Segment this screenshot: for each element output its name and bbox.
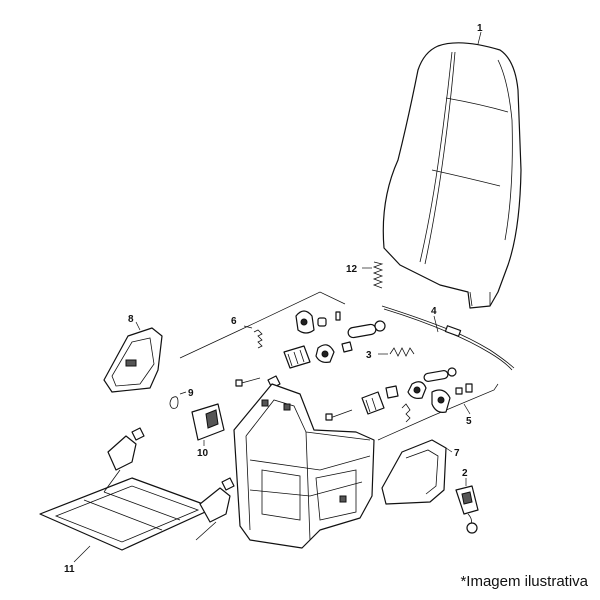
part-4-cable: 4 xyxy=(381,305,515,371)
part-9-clip: 9 xyxy=(169,388,194,409)
group-5-outline: 5 xyxy=(377,383,499,441)
group-6-outline: 6 xyxy=(179,291,346,359)
part-8-side-cover: 8 xyxy=(103,314,163,393)
callout-3: 3 xyxy=(366,350,372,361)
callout-4: 4 xyxy=(431,306,437,317)
group-6-parts xyxy=(235,310,386,389)
part-2-buckle: 2 xyxy=(455,468,479,534)
callout-10: 10 xyxy=(197,448,209,459)
callout-7: 7 xyxy=(454,448,460,459)
callout-11: 11 xyxy=(64,564,75,575)
callout-12: 12 xyxy=(346,264,358,275)
part-3-spring: 3 xyxy=(366,347,415,361)
part-7-side-shield: 7 xyxy=(381,439,460,505)
callout-6: 6 xyxy=(231,316,237,327)
group-5-parts xyxy=(325,367,473,423)
illustrative-image-caption: *Imagem ilustrativa xyxy=(460,573,588,590)
part-10-block: 10 xyxy=(191,403,225,459)
callout-9: 9 xyxy=(188,388,194,399)
part-seat-frame xyxy=(233,383,375,549)
part-11-base-frame: 11 xyxy=(39,427,235,575)
callout-2: 2 xyxy=(462,468,468,479)
part-12-spring: 12 xyxy=(346,261,384,289)
callout-1: 1 xyxy=(477,23,483,34)
callout-5: 5 xyxy=(466,416,472,427)
callout-8: 8 xyxy=(128,314,134,325)
part-1-backrest: 1 xyxy=(382,23,522,309)
